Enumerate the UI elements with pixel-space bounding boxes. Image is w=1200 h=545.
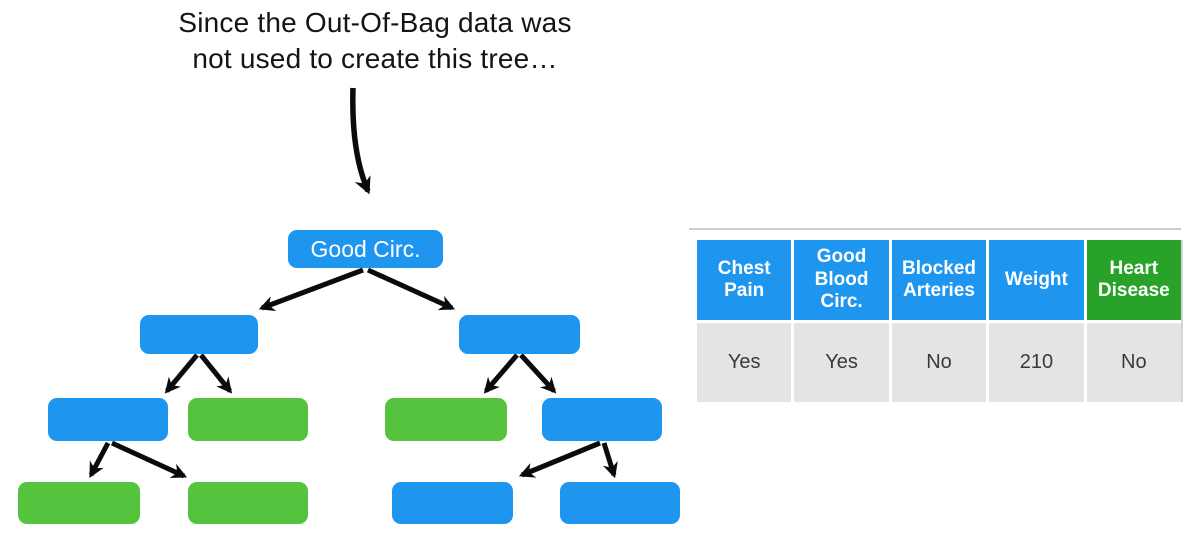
tree-node-l3-2 [188,398,308,441]
annotation-line-2: not used to create this tree… [192,43,558,74]
edge-l3a-right [110,440,188,479]
cell-heart-disease: No [1086,323,1181,402]
tree-node-l4-4 [560,482,680,524]
edge-l3a-left [88,441,111,479]
edge-l3d-right [601,442,618,479]
col-header-chest-pain: Chest Pain [697,240,792,320]
col-header-weight: Weight [989,240,1084,320]
edge-root-left [258,267,364,312]
tree-node-l3-4 [542,398,662,441]
edge-l2right-left [483,353,519,394]
tree-node-l3-3 [385,398,507,441]
cell-blocked-arteries: No [891,323,987,402]
edge-l2left-left [164,353,199,394]
tree-node-l4-2 [188,482,308,524]
table-right-border [1181,240,1183,402]
annotation-text: Since the Out-Of-Bag data was not used t… [140,5,610,77]
col-header-blocked-arteries: Blocked Arteries [891,240,987,320]
edge-l2left-right [199,353,233,394]
annotation-arrow [350,87,371,195]
col-header-good-blood-circ: Good Blood Circ. [794,240,889,320]
oob-sample-table: Chest Pain Good Blood Circ. Blocked Arte… [697,240,1181,402]
tree-node-l4-1 [18,482,140,524]
edge-root-right [366,267,456,311]
tree-node-l4-3 [392,482,513,524]
cell-weight: 210 [989,323,1084,402]
col-header-heart-disease: Heart Disease [1086,240,1181,320]
cell-good-blood-circ: Yes [794,323,889,402]
tree-root-good-circ: Good Circ. [288,230,443,268]
edge-l3d-left [518,440,601,478]
table-top-border [689,228,1181,230]
cell-chest-pain: Yes [697,323,792,402]
annotation-line-1: Since the Out-Of-Bag data was [178,7,572,38]
tree-node-l3-1 [48,398,168,441]
tree-node-l2-left [140,315,258,354]
edge-l2right-right [519,353,557,394]
tree-node-l2-right [459,315,580,354]
